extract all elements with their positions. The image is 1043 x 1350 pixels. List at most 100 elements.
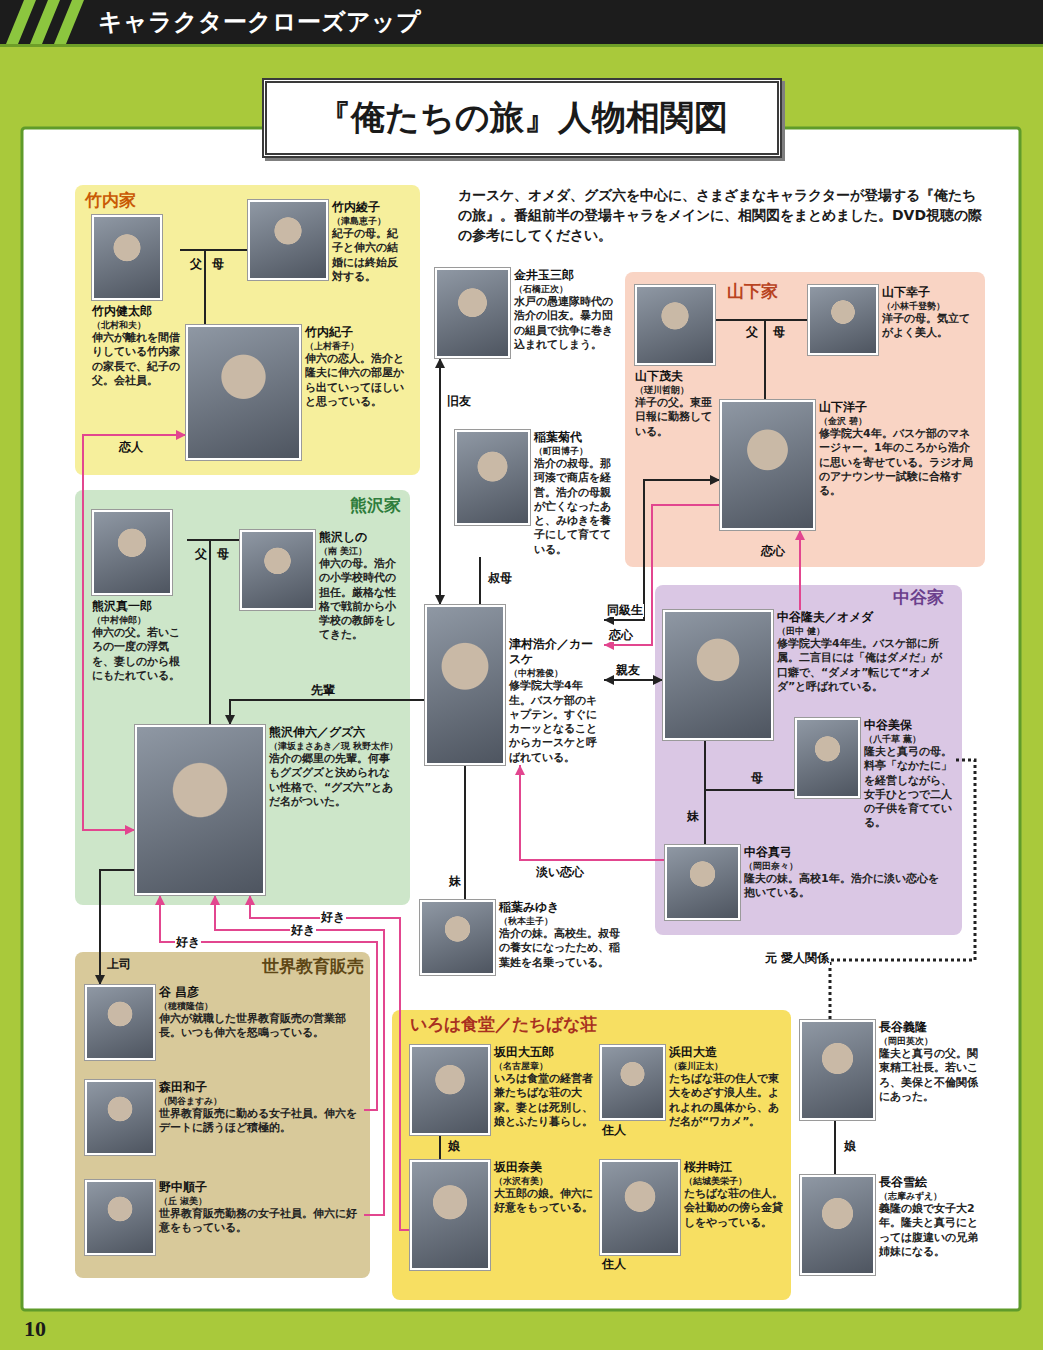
relation-connector bbox=[160, 895, 377, 1110]
portrait-photo bbox=[92, 215, 162, 300]
relation-connector bbox=[705, 790, 795, 845]
relation-note: 住人 bbox=[602, 1258, 626, 1271]
text-column: 稲葉みゆき（秋本圭子）浩介の妹。高校生。叔母の養女になったため、稲葉姓を名乗って… bbox=[499, 900, 629, 970]
character-card: 中谷美保（八千草 薫）隆夫と真弓の母。料亭「なかたに」を経営しながら、女手ひとつ… bbox=[795, 718, 956, 831]
character-name: 野中順子 bbox=[159, 1180, 364, 1195]
character-card: 熊沢しの（南 美江）伸六の母。浩介の小学校時代の担任。厳格な性格で戦前から小学校… bbox=[240, 530, 404, 643]
relation-label: 妹 bbox=[448, 875, 462, 888]
character-name: 山下洋子 bbox=[819, 400, 974, 415]
character-card: 中谷真弓（岡田奈々）隆夫の妹。高校1年。浩介に淡い恋心を抱いている。 bbox=[665, 845, 944, 920]
group-region: 中谷家中谷隆夫／オメダ（田中 健）修学院大学4年生。バスケ部に所属。二言目には「… bbox=[655, 585, 962, 935]
title-box: 『俺たちの旅』人物相関図 bbox=[262, 78, 782, 158]
text-column: 竹内健太郎（北村和夫）伸六が離れを間借りしている竹内家の家長で、紀子の父。会社員… bbox=[92, 304, 180, 388]
character-description: 伸六の恋人。浩介と隆夫に伸六の部屋から出ていってほしいと思っている。 bbox=[305, 352, 405, 409]
portrait-photo bbox=[410, 1045, 490, 1135]
actor-name: （中村伸郎） bbox=[92, 614, 187, 626]
actor-name: （石橋正次） bbox=[514, 283, 619, 295]
character-card: 桜井時江（結城美栄子）たちばな荘の住人。会社勤めの傍ら金貸しをやっている。 bbox=[600, 1160, 784, 1255]
portrait-photo bbox=[800, 1020, 875, 1120]
character-card: 長谷義隆（岡田英次）隆夫と真弓の父。関東精工社長。若いころ、美保と不倫関係にあっ… bbox=[800, 1020, 984, 1120]
text-column: 坂田奈美（水沢有美）大五郎の娘。伸六に好意をもっている。 bbox=[494, 1160, 594, 1216]
character-card: 津村浩介／カースケ（中村雅俊）修学院大学4年生。バスケ部のキャプテン。すぐにカー… bbox=[425, 605, 604, 765]
relation-connector bbox=[834, 1120, 836, 1175]
character-card: 浜田大造（森川正太）たちばな荘の住人で東大をめざす浪人生。よれよれの風体から、あ… bbox=[600, 1045, 785, 1129]
character-card: 野中順子（丘 淑美）世界教育販売勤務の女子社員。伸六に好意をもっている。 bbox=[85, 1180, 364, 1255]
relation-label: 母 bbox=[750, 772, 764, 785]
character-card: 山下幸子（小林千登勢）洋子の母。気立てがよく美人。 bbox=[808, 285, 974, 355]
character-name: 稲葉みゆき bbox=[499, 900, 629, 915]
header-bar bbox=[0, 0, 1043, 44]
text-column: 山下洋子（金沢 碧）修学院大4年。バスケ部のマネージャー。1年のころから浩介に思… bbox=[819, 400, 974, 498]
actor-name: （水沢有美） bbox=[494, 1175, 594, 1187]
character-card: 谷 昌彦（穂積隆信）伸六が就職した世界教育販売の営業部長。いつも伸六を怒鳴ってい… bbox=[85, 985, 364, 1060]
text-column: 中谷隆夫／オメダ（田中 健）修学院大学4年生。バスケ部に所属。二言目には「俺はダ… bbox=[777, 610, 947, 694]
relation-connector bbox=[479, 557, 481, 605]
actor-name: （中村雅俊） bbox=[509, 667, 604, 679]
relation-note: 住人 bbox=[602, 1124, 626, 1137]
character-name: 長谷義隆 bbox=[879, 1020, 984, 1035]
character-name: 坂田奈美 bbox=[494, 1160, 594, 1175]
relation-connector bbox=[215, 895, 384, 1215]
actor-name: （関谷ますみ） bbox=[159, 1095, 364, 1107]
relation-label: 妹 bbox=[686, 810, 700, 823]
relation-connector bbox=[715, 320, 765, 400]
actor-name: （八千草 薫） bbox=[864, 733, 956, 745]
character-name: 長谷雪絵 bbox=[879, 1175, 984, 1190]
text-column: 桜井時江（結城美栄子）たちばな荘の住人。会社勤めの傍ら金貸しをやっている。 bbox=[684, 1160, 784, 1230]
relation-connector bbox=[520, 765, 665, 860]
portrait-photo bbox=[808, 285, 878, 355]
group-heading: いろは食堂／たちばな荘 bbox=[410, 1014, 597, 1034]
text-column: 熊沢真一郎（中村伸郎）伸六の父。若いころの一度の浮気を、妻しのから根にもたれてい… bbox=[92, 599, 187, 683]
text-column: 中谷真弓（岡田奈々）隆夫の妹。高校1年。浩介に淡い恋心を抱いている。 bbox=[744, 845, 944, 901]
actor-name: （津坂まさあき／現 秋野太作） bbox=[269, 740, 399, 752]
relation-connector bbox=[799, 530, 801, 610]
portrait-photo bbox=[420, 900, 495, 975]
character-name: 中谷真弓 bbox=[744, 845, 944, 860]
character-name: 熊沢伸六／グズ六 bbox=[269, 725, 399, 740]
group-heading: 山下家 bbox=[727, 281, 778, 301]
relation-label: 母 bbox=[216, 548, 230, 561]
character-description: 浩介の叔母。那珂湊で商店を経営。浩介の母親が亡くなったあと、みゆきを養子にして育… bbox=[534, 457, 619, 557]
actor-name: （津島恵子） bbox=[332, 215, 408, 227]
character-card: 竹内紀子（上村香子）伸六の恋人。浩介と隆夫に伸六の部屋から出ていってほしいと思っ… bbox=[186, 325, 405, 460]
character-description: 伸六の父。若いころの一度の浮気を、妻しのから根にもたれている。 bbox=[92, 626, 187, 683]
relation-label: 叔母 bbox=[487, 572, 513, 585]
text-column: 熊沢伸六／グズ六（津坂まさあき／現 秋野太作）浩介の郷里の先輩。何事もグズグズと… bbox=[269, 725, 399, 809]
character-card: 山下洋子（金沢 碧）修学院大4年。バスケ部のマネージャー。1年のころから浩介に思… bbox=[720, 400, 974, 530]
text-column: 山下幸子（小林千登勢）洋子の母。気立てがよく美人。 bbox=[882, 285, 974, 341]
character-card: 稲葉菊代（町田博子）浩介の叔母。那珂湊で商店を経営。浩介の母親が亡くなったあと、… bbox=[455, 430, 619, 557]
relation-label: 娘 bbox=[843, 1140, 857, 1153]
group-region: いろは食堂／たちばな荘坂田大五郎（名古屋章）いろは食堂の経営者兼たちばな荘の大家… bbox=[392, 1010, 791, 1300]
portrait-photo bbox=[600, 1160, 680, 1255]
group-region: 山下家山下茂夫（瑳川哲朗）洋子の父。東亜日報に勤務している。 山下幸子（小林千登勢… bbox=[625, 272, 985, 567]
text-column: 中谷美保（八千草 薫）隆夫と真弓の母。料亭「なかたに」を経営しながら、女手ひとつ… bbox=[864, 718, 956, 831]
portrait-photo bbox=[186, 325, 301, 460]
actor-name: （志摩みずえ） bbox=[879, 1190, 984, 1202]
portrait-photo bbox=[455, 430, 530, 525]
character-description: 伸六が離れを間借りしている竹内家の家長で、紀子の父。会社員。 bbox=[92, 331, 180, 388]
character-description: いろは食堂の経営者兼たちばな荘の大家。妻とは死別し、娘とふたり暮らし。 bbox=[494, 1072, 594, 1129]
text-column: 竹内紀子（上村香子）伸六の恋人。浩介と隆夫に伸六の部屋から出ていってほしいと思っ… bbox=[305, 325, 405, 409]
group-heading: 熊沢家 bbox=[350, 495, 401, 515]
character-card: 森田和子（関谷ますみ）世界教育販売に勤める女子社員。伸六をデートに誘うほど積極的… bbox=[85, 1080, 364, 1155]
actor-name: （結城美栄子） bbox=[684, 1175, 784, 1187]
relation-connector bbox=[205, 250, 248, 325]
relation-label: 元 愛人関係 bbox=[764, 952, 830, 965]
portrait-photo bbox=[435, 268, 510, 358]
relation-label: 好き bbox=[320, 911, 346, 924]
group-heading: 竹内家 bbox=[85, 190, 136, 210]
character-name: 竹内綾子 bbox=[332, 200, 408, 215]
portrait-photo bbox=[85, 985, 155, 1060]
portrait-photo bbox=[663, 610, 773, 740]
relation-connector bbox=[464, 765, 466, 900]
character-description: 世界教育販売勤務の女子社員。伸六に好意をもっている。 bbox=[159, 1207, 364, 1236]
relation-label: 好き bbox=[175, 936, 201, 949]
portrait-photo bbox=[600, 1045, 665, 1120]
character-description: 浩介の妹。高校生。叔母の養女になったため、稲葉姓を名乗っている。 bbox=[499, 927, 629, 970]
portrait-photo bbox=[425, 605, 505, 765]
character-card: 山下茂夫（瑳川哲朗）洋子の父。東亜日報に勤務している。 bbox=[635, 285, 715, 439]
relation-connector bbox=[180, 250, 205, 325]
text-column: 稲葉菊代（町田博子）浩介の叔母。那珂湊で商店を経営。浩介の母親が亡くなったあと、… bbox=[534, 430, 619, 557]
relation-label: 同級生 bbox=[606, 604, 644, 617]
